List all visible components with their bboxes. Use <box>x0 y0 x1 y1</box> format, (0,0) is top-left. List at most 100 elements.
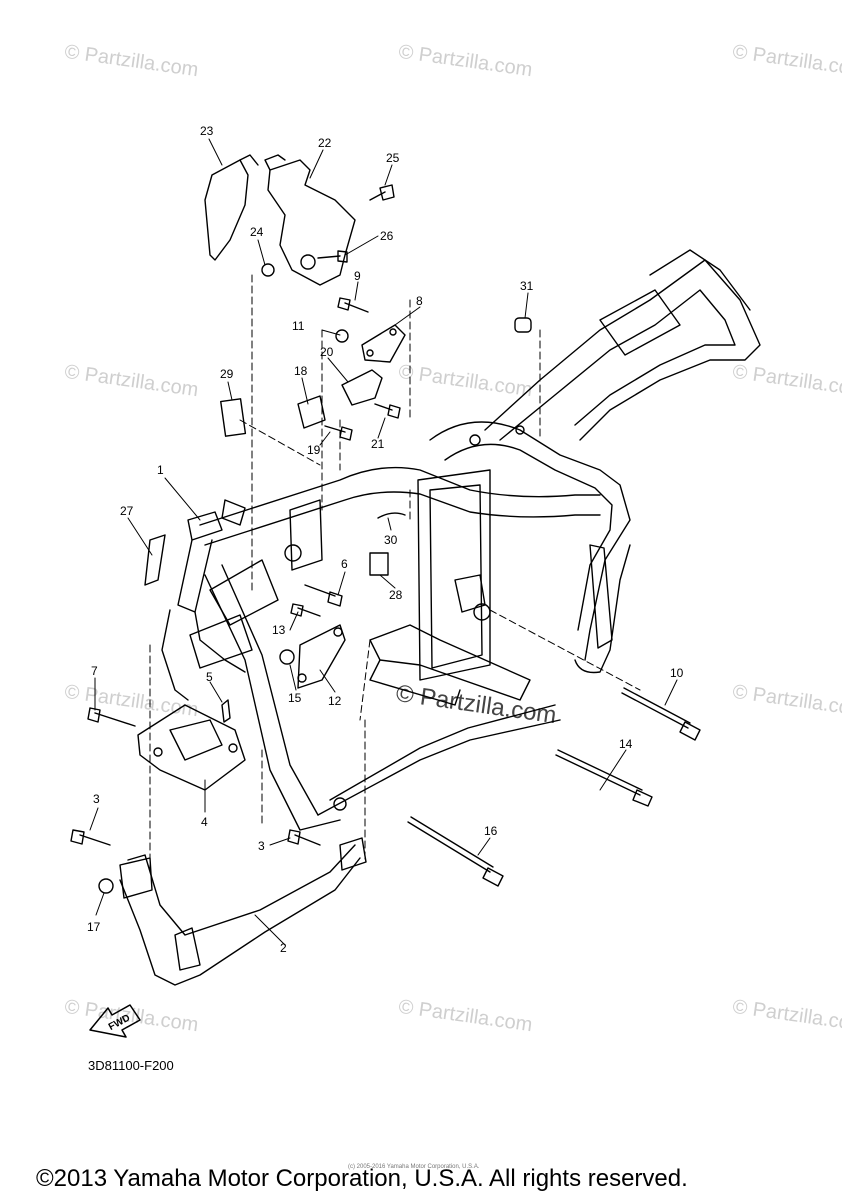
bolt-14 <box>557 749 643 791</box>
frame-seat-rail <box>499 289 736 441</box>
bolt-26 <box>317 255 341 259</box>
bolt-14 <box>555 754 641 796</box>
frame-gusset <box>209 559 279 626</box>
mount-bushing <box>284 544 302 562</box>
callout-8: 8 <box>416 294 423 308</box>
part-engine-bracket-hole <box>228 743 238 753</box>
frame-cross-member <box>369 624 531 701</box>
callout-18: 18 <box>294 364 308 378</box>
alignment-line <box>239 419 321 466</box>
callout-31: 31 <box>520 279 534 293</box>
callout-17: 17 <box>87 920 101 934</box>
part-side-cover-22 <box>264 154 286 171</box>
engine-mount-bracket <box>454 574 486 613</box>
callout-3b: 3 <box>258 839 265 853</box>
part-tape-30 <box>377 512 406 519</box>
leader-line <box>387 517 392 531</box>
leader-line <box>289 664 297 691</box>
part-bracket-8-hole <box>366 349 374 357</box>
part-lower-front-tube <box>119 857 361 986</box>
washer-3 <box>333 797 347 811</box>
bolt-6 <box>304 584 336 597</box>
leader-line <box>257 239 266 266</box>
part-strip-27 <box>144 534 166 586</box>
callout-30: 30 <box>384 533 398 547</box>
nut-11 <box>335 329 349 343</box>
callout-25: 25 <box>386 151 400 165</box>
part-bracket-12-hole <box>333 627 343 637</box>
frame-headstock <box>177 539 213 613</box>
alignment-line <box>359 639 371 721</box>
callout-9: 9 <box>354 269 361 283</box>
nut-24 <box>261 263 275 277</box>
part-lower-front-tube <box>119 857 153 899</box>
callout-12: 12 <box>328 694 342 708</box>
engine-mount-plate <box>429 484 483 669</box>
leader-line <box>269 837 291 846</box>
frame-down-tube <box>221 564 319 816</box>
bolt-9-head <box>337 297 351 311</box>
bolt-3-upper <box>79 834 111 846</box>
callout-19: 19 <box>307 443 321 457</box>
bolt-25 <box>369 191 386 201</box>
frame-backbone-tube <box>204 491 601 546</box>
engine-mount-plate <box>417 469 491 681</box>
bolt-26-head <box>337 250 348 263</box>
leader-line <box>208 138 223 166</box>
diagram-code: 3D81100-F200 <box>88 1058 174 1073</box>
alignment-line <box>489 609 641 691</box>
callout-20: 20 <box>320 345 334 359</box>
callout-27: 27 <box>120 504 134 518</box>
part-bushing-31 <box>514 317 532 333</box>
leader-line <box>321 329 341 336</box>
part-bracket-12 <box>297 624 346 689</box>
part-bracket-18 <box>297 395 326 429</box>
washer-15 <box>279 649 295 665</box>
frame-gusset <box>189 614 253 669</box>
bolt-19-head <box>339 426 353 441</box>
part-side-cover-23 <box>239 154 259 166</box>
leader-line <box>127 517 153 556</box>
bolt-21-head <box>387 404 401 419</box>
leader-line <box>254 914 286 946</box>
bolt-10 <box>623 687 691 724</box>
callout-6: 6 <box>341 557 348 571</box>
part-lower-front-tube <box>174 927 201 971</box>
part-pad-28 <box>369 552 389 576</box>
bolt-14-head <box>632 789 653 807</box>
nut-17 <box>98 878 114 894</box>
leader-line <box>327 357 349 383</box>
bolt-3-lower-head <box>287 829 301 845</box>
bolt-16 <box>410 816 494 868</box>
part-engine-bracket <box>169 719 223 761</box>
callout-22: 22 <box>318 136 332 150</box>
callout-11: 11 <box>292 319 305 333</box>
callout-5: 5 <box>206 670 213 684</box>
leader-line <box>384 164 393 186</box>
fwd-arrow-icon <box>89 1004 141 1038</box>
leader-line <box>354 281 359 301</box>
leader-line <box>227 381 233 401</box>
part-lower-front-tube <box>339 837 367 871</box>
callout-24: 24 <box>250 225 264 239</box>
frame-down-tube <box>161 609 189 701</box>
bolt-16-head <box>482 867 504 887</box>
part-engine-bracket-hole <box>153 747 163 757</box>
copyright-notice: ©2013 Yamaha Motor Corporation, U.S.A. A… <box>36 1165 688 1192</box>
bolt-7-head <box>87 707 101 723</box>
bolt-7 <box>94 712 136 727</box>
part-bracket-20 <box>341 369 383 406</box>
bolt-13-head <box>290 603 304 617</box>
part-pin <box>221 699 231 723</box>
bolt-16 <box>407 821 491 873</box>
leader-line <box>319 431 331 446</box>
engine-mount-boss <box>473 603 491 621</box>
callout-14: 14 <box>619 737 633 751</box>
callout-23: 23 <box>200 124 214 138</box>
frame-cross-member <box>369 659 461 706</box>
frame-backbone-tube <box>199 466 601 526</box>
leader-line <box>89 807 99 831</box>
part-bracket-8-hole <box>389 328 397 336</box>
frame-lower-rail <box>317 719 561 816</box>
